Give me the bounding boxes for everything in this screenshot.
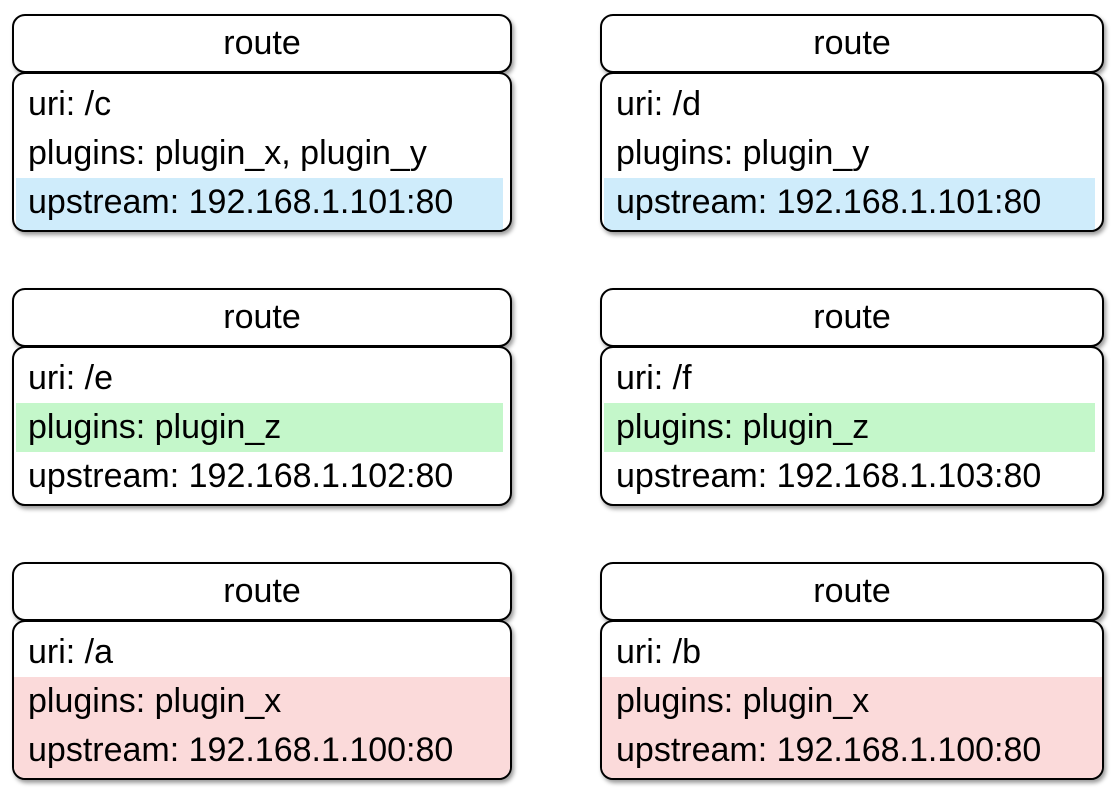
route-card-e: route uri: /e plugins: plugin_z upstream…	[12, 288, 512, 506]
plugins-row: plugins: plugin_z	[604, 403, 1095, 452]
uri-row: uri: /e	[28, 359, 114, 397]
route-card-title: route	[12, 562, 512, 621]
upstream-row: upstream: 192.168.1.103:80	[616, 457, 1042, 495]
route-card-body: uri: /d plugins: plugin_y upstream: 192.…	[600, 72, 1104, 232]
upstream-row: upstream: 192.168.1.102:80	[28, 457, 454, 495]
uri-row: uri: /f	[616, 359, 692, 397]
uri-row: uri: /c	[28, 85, 112, 123]
route-card-b: route uri: /b plugins: plugin_x upstream…	[600, 562, 1104, 780]
route-card-title: route	[600, 14, 1104, 73]
plugins-row: plugins: plugin_x, plugin_y	[28, 134, 427, 172]
route-card-c: route uri: /c plugins: plugin_x, plugin_…	[12, 14, 512, 232]
upstream-row: upstream: 192.168.1.101:80	[16, 178, 503, 230]
route-card-body: uri: /f plugins: plugin_z upstream: 192.…	[600, 346, 1104, 506]
upstream-row: upstream: 192.168.1.100:80	[14, 726, 510, 778]
upstream-row: upstream: 192.168.1.101:80	[604, 178, 1095, 230]
route-card-f: route uri: /f plugins: plugin_z upstream…	[600, 288, 1104, 506]
plugins-row: plugins: plugin_z	[16, 403, 503, 452]
uri-row: uri: /d	[616, 85, 702, 123]
route-card-title: route	[600, 562, 1104, 621]
route-card-title: route	[12, 14, 512, 73]
route-card-body: uri: /e plugins: plugin_z upstream: 192.…	[12, 346, 512, 506]
route-card-body: uri: /c plugins: plugin_x, plugin_y upst…	[12, 72, 512, 232]
upstream-row: upstream: 192.168.1.100:80	[602, 726, 1102, 778]
uri-row: uri: /b	[616, 633, 702, 671]
route-card-a: route uri: /a plugins: plugin_x upstream…	[12, 562, 512, 780]
route-card-body: uri: /a plugins: plugin_x upstream: 192.…	[12, 620, 512, 780]
route-card-title: route	[12, 288, 512, 347]
route-card-title: route	[600, 288, 1104, 347]
plugins-row: plugins: plugin_x	[602, 677, 1102, 726]
uri-row: uri: /a	[28, 633, 114, 671]
route-card-d: route uri: /d plugins: plugin_y upstream…	[600, 14, 1104, 232]
route-card-body: uri: /b plugins: plugin_x upstream: 192.…	[600, 620, 1104, 780]
plugins-row: plugins: plugin_x	[14, 677, 510, 726]
plugins-row: plugins: plugin_y	[616, 134, 870, 172]
